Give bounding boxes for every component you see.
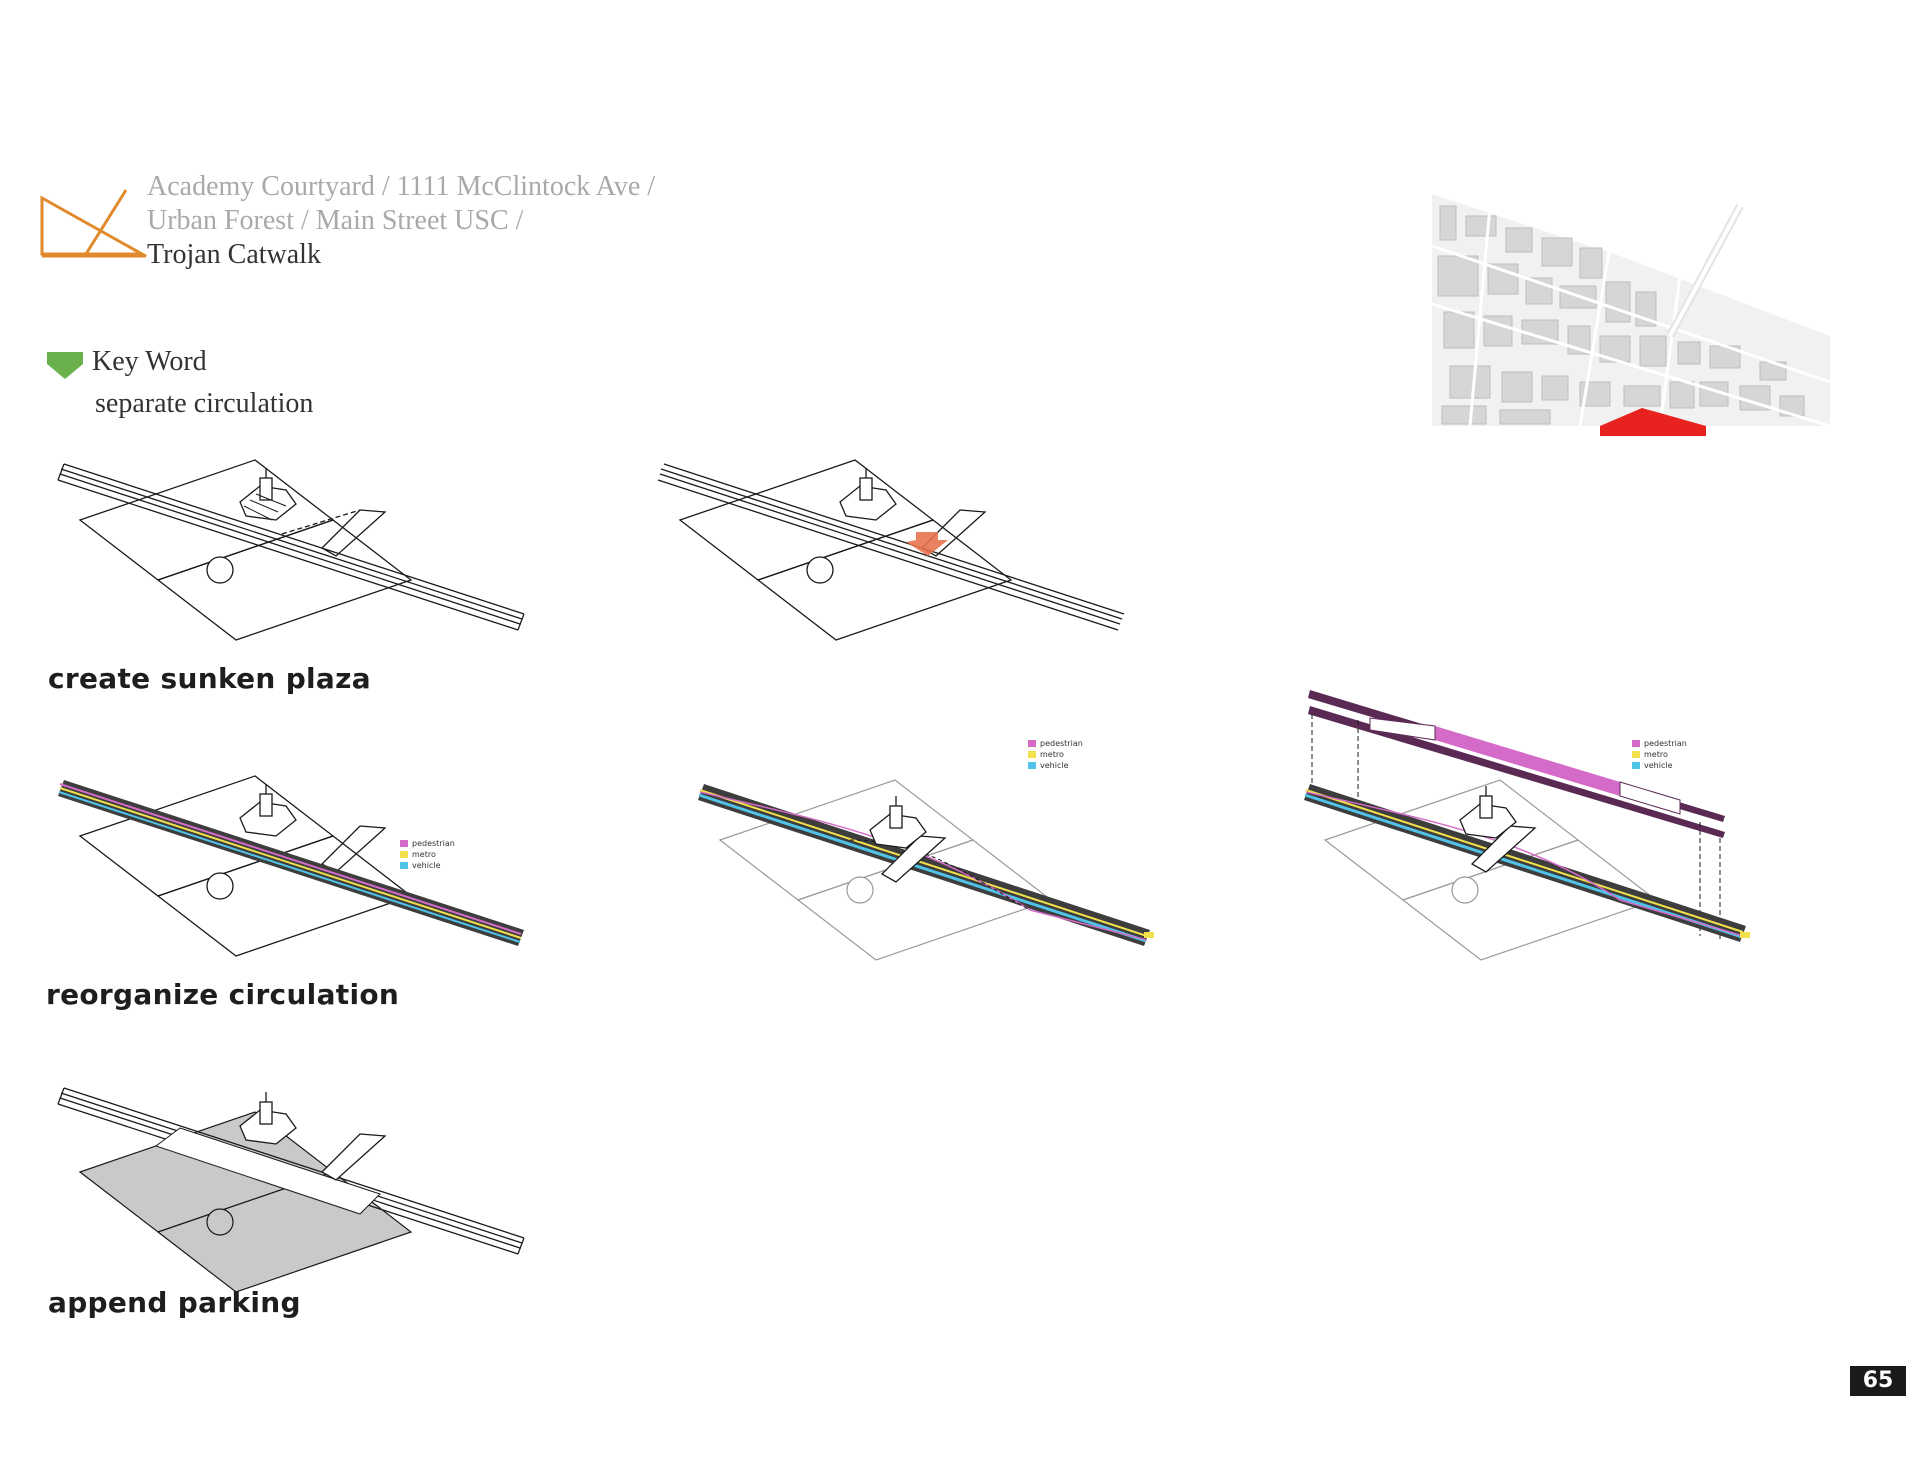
diagram-catwalk-elevated: [1304, 690, 1750, 961]
legend-label: vehicle: [1040, 761, 1069, 770]
legend-swatch: [1632, 762, 1640, 769]
legend-label: vehicle: [412, 861, 441, 870]
project-link-1[interactable]: Academy Courtyard / 1111 McClintock Ave …: [147, 171, 656, 202]
project-link-2[interactable]: Urban Forest / Main Street USC /: [147, 205, 524, 236]
page-number: 65: [1850, 1366, 1906, 1396]
legend-label: metro: [1644, 750, 1668, 759]
legend-swatch: [1028, 751, 1036, 758]
legend-step2-variant: pedestrian metro vehicle: [1028, 738, 1083, 771]
diagram-step1: [57, 459, 525, 641]
legend-catwalk: pedestrian metro vehicle: [1632, 738, 1687, 771]
legend-label: metro: [1040, 750, 1064, 759]
down-arrow-icon: [906, 532, 948, 556]
orange-triangle-logo-icon: [40, 189, 148, 258]
diagram-step2-variant: [698, 779, 1154, 961]
legend-swatch: [1028, 762, 1036, 769]
step-caption-sunken-plaza: create sunken plaza: [48, 662, 371, 695]
legend-label: vehicle: [1644, 761, 1673, 770]
legend-label: pedestrian: [412, 839, 455, 848]
diagram-step3: [57, 1087, 525, 1293]
legend-swatch: [400, 862, 408, 869]
legend-swatch: [400, 851, 408, 858]
step-caption-reorganize: reorganize circulation: [46, 978, 400, 1011]
site-highlight: [1600, 408, 1706, 436]
legend-step2: pedestrian metro vehicle: [400, 838, 455, 871]
legend-label: pedestrian: [1040, 739, 1083, 748]
step-caption-parking: append parking: [48, 1286, 301, 1319]
diagram-step1-variant: [657, 459, 1125, 641]
keyword-value: separate circulation: [95, 388, 314, 419]
keyword-title: Key Word: [92, 346, 207, 377]
legend-swatch: [400, 840, 408, 847]
legend-swatch: [1028, 740, 1036, 747]
project-list: Academy Courtyard / 1111 McClintock Ave …: [147, 170, 655, 272]
diagram-step2: [58, 775, 524, 957]
legend-label: metro: [412, 850, 436, 859]
site-map: [1430, 186, 1831, 436]
legend-swatch: [1632, 740, 1640, 747]
legend-label: pedestrian: [1644, 739, 1687, 748]
legend-swatch: [1632, 751, 1640, 758]
current-project-title: Trojan Catwalk: [147, 239, 321, 270]
green-shield-icon: [47, 352, 83, 379]
